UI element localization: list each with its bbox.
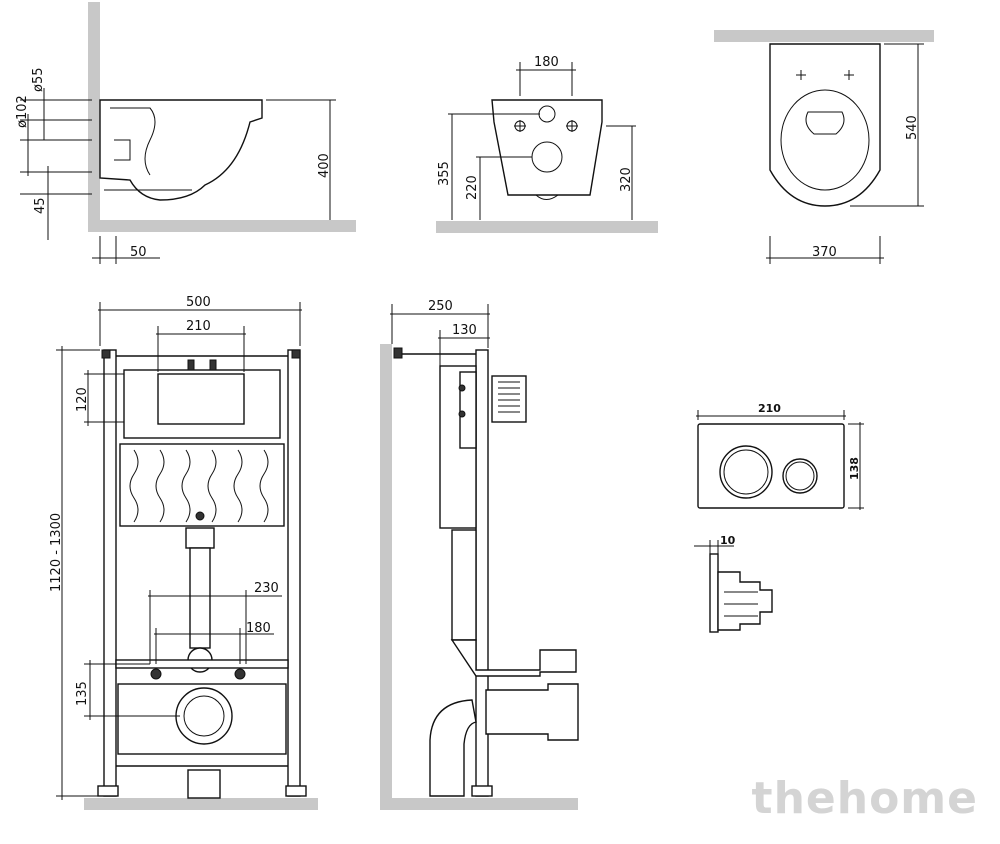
frame-180-label: 180	[246, 621, 271, 636]
front-180-label: 180	[534, 55, 559, 70]
frame-height-label: 1120 - 1300	[49, 513, 64, 592]
profile-130-label: 130	[452, 323, 477, 338]
front-320-label: 320	[619, 167, 634, 192]
watermark: thehome	[751, 773, 978, 824]
side-400-label: 400	[317, 153, 332, 178]
front-220-label: 220	[465, 175, 480, 200]
top-540-label: 540	[905, 115, 920, 140]
plate-210-label: 210	[758, 402, 781, 415]
plate-10-label: 10	[720, 534, 736, 547]
bowl-top-view: 540 370	[714, 30, 934, 264]
side-d55-label: ø55	[31, 68, 46, 93]
frame-120-label: 120	[75, 387, 90, 412]
profile-250-label: 250	[428, 299, 453, 314]
side-d102-label: ø102	[15, 95, 30, 128]
front-355-label: 355	[437, 161, 452, 186]
side-45-label: 45	[33, 197, 48, 214]
frame-210-label: 210	[186, 319, 211, 334]
frame-profile-view: 250 130	[380, 299, 579, 810]
frame-500-label: 500	[186, 295, 211, 310]
frame-front-view: 500 210 120 1120 - 1300 230 180 135	[49, 295, 318, 810]
bowl-front-view: 180 355 220 320	[436, 55, 658, 233]
bowl-side-view: ø55 ø102 45 400 50	[15, 2, 356, 264]
frame-230-label: 230	[254, 581, 279, 596]
top-370-label: 370	[812, 245, 837, 260]
flush-plate-view: 210 138 10	[694, 402, 864, 633]
frame-135-label: 135	[75, 681, 90, 706]
side-50-label: 50	[130, 245, 147, 260]
plate-138-label: 138	[848, 457, 861, 480]
